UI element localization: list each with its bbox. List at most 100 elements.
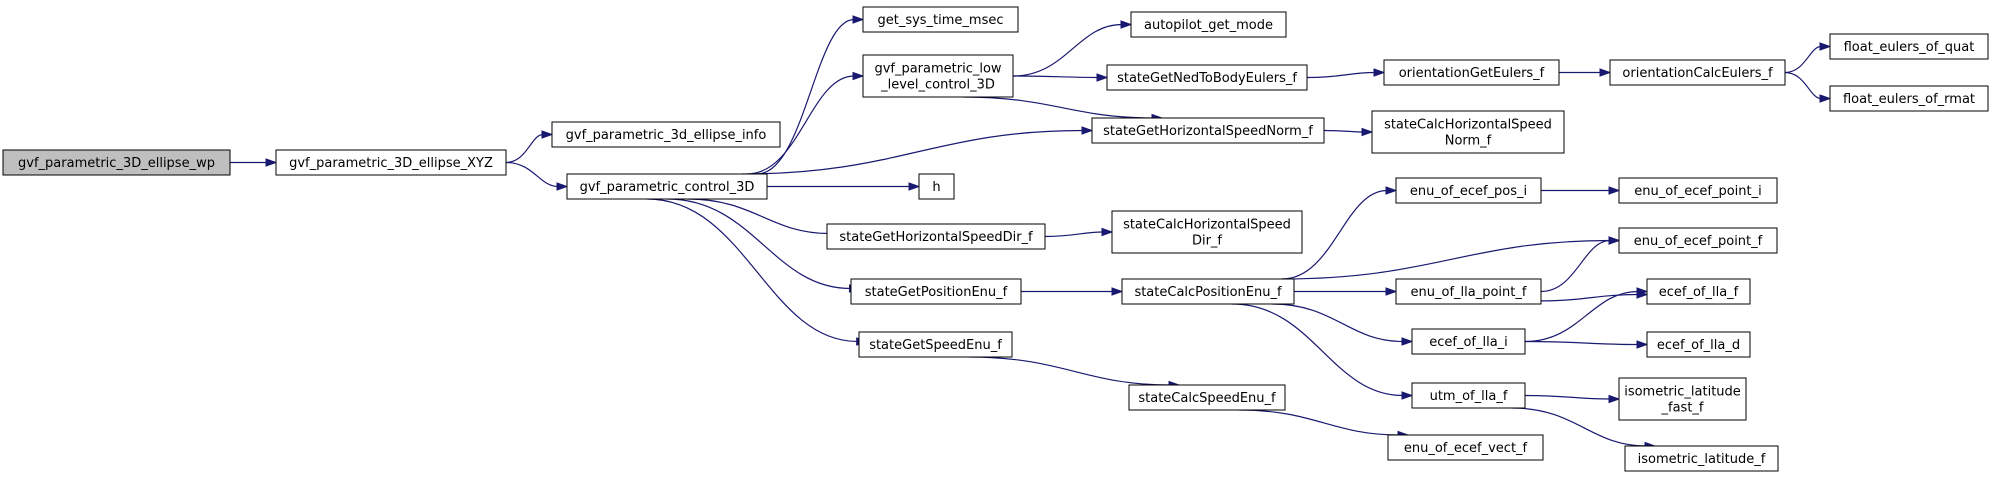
node-box xyxy=(1829,85,1989,112)
node-box xyxy=(858,331,1013,358)
edge-line xyxy=(1238,409,1400,436)
edge-eceflla_i-to-eceflla_f xyxy=(1524,287,1649,343)
arrowhead xyxy=(1819,94,1832,103)
node-orieuler[interactable]: orientationGetEulers_f xyxy=(1383,59,1560,86)
edge-line xyxy=(1535,293,1639,302)
node-box xyxy=(1624,445,1779,472)
node-box xyxy=(1383,59,1560,86)
node-box xyxy=(551,121,781,148)
node-box xyxy=(1371,110,1565,154)
node-ned2body[interactable]: stateGetNedToBodyEulers_f xyxy=(1106,64,1308,91)
arrowhead xyxy=(1101,227,1114,237)
node-speedenu[interactable]: stateGetSpeedEnu_f xyxy=(858,331,1013,358)
node-isolat[interactable]: isometric_latitude_f xyxy=(1624,445,1779,472)
node-oricalc[interactable]: orientationCalcEulers_f xyxy=(1609,59,1786,86)
edge-line xyxy=(1511,407,1647,447)
arrowhead xyxy=(908,182,921,191)
node-box xyxy=(850,278,1022,305)
node-hsnorm[interactable]: stateGetHorizontalSpeedNorm_f xyxy=(1091,117,1325,144)
edge-enullapt-to-enuecefptf xyxy=(1540,236,1621,293)
node-ctrl[interactable]: gvf_parametric_control_3D xyxy=(566,173,768,200)
node-hsdir[interactable]: stateGetHorizontalSpeedDir_f xyxy=(826,223,1046,250)
edge-eceflla_i-to-eceflla_d xyxy=(1524,340,1649,349)
node-label: stateGetHorizontalSpeedNorm_f xyxy=(1103,124,1313,139)
node-enuecefpti[interactable]: enu_of_ecef_point_i xyxy=(1618,177,1778,204)
node-label: _fast_f xyxy=(1661,401,1704,416)
node-systime[interactable]: get_sys_time_msec xyxy=(862,6,1019,33)
node-posenu[interactable]: stateGetPositionEnu_f xyxy=(850,278,1022,305)
node-box xyxy=(1121,278,1295,305)
edge-ctrl-to-hsnorm xyxy=(741,126,1094,175)
node-calcpos[interactable]: stateCalcPositionEnu_f xyxy=(1121,278,1295,305)
arrowhead xyxy=(1373,68,1386,77)
arrowhead xyxy=(1819,42,1832,51)
edge-speedenu-to-calcspeed xyxy=(968,356,1181,390)
edge-hsnorm-to-calchsnorm xyxy=(1323,127,1374,137)
edge-line xyxy=(1281,239,1611,280)
node-box xyxy=(1111,210,1303,254)
node-label: stateGetNedToBodyEulers_f xyxy=(1117,71,1297,86)
node-box xyxy=(1091,117,1325,144)
edge-line xyxy=(1271,303,1404,343)
arrowhead xyxy=(541,130,554,139)
node-root: gvf_parametric_3D_ellipse_wp xyxy=(2,149,231,176)
node-label: _level_control_3D xyxy=(880,78,995,93)
edge-ctrl-to-lowlevel xyxy=(746,71,865,175)
edge-posenu-to-calcpos xyxy=(1021,287,1124,296)
arrowhead xyxy=(1608,186,1621,195)
edge-line xyxy=(968,356,1171,386)
node-h[interactable]: h xyxy=(918,173,955,200)
node-label: float_eulers_of_quat xyxy=(1844,40,1975,55)
node-xyz[interactable]: gvf_parametric_3D_ellipse_XYZ xyxy=(275,149,507,176)
edge-ctrl-to-systime xyxy=(756,15,865,175)
node-eceflla_f[interactable]: ecef_of_lla_f xyxy=(1646,278,1751,305)
edge-ctrl-to-h xyxy=(767,182,921,191)
edge-line xyxy=(505,161,559,188)
node-box xyxy=(1829,33,1989,60)
node-box xyxy=(1411,328,1526,355)
arrowhead xyxy=(1608,394,1621,404)
arrowhead xyxy=(1401,391,1414,400)
node-box xyxy=(1618,177,1778,204)
edge-line xyxy=(1784,45,1822,74)
node-label: orientationGetEulers_f xyxy=(1399,66,1545,81)
node-rmat[interactable]: float_eulers_of_rmat xyxy=(1829,85,1989,112)
node-enuecefvect[interactable]: enu_of_ecef_vect_f xyxy=(1387,434,1544,461)
node-enullapt[interactable]: enu_of_lla_point_f xyxy=(1395,278,1542,305)
edge-ctrl-to-hsdir xyxy=(686,198,840,238)
node-box xyxy=(862,54,1014,98)
node-label: gvf_parametric_low xyxy=(874,62,1001,77)
edge-line xyxy=(1044,231,1104,238)
edge-line xyxy=(1012,23,1123,77)
node-box xyxy=(1130,11,1287,38)
edge-calcpos-to-enullapt xyxy=(1294,287,1398,296)
edge-enuecefposi-to-enuecefpti xyxy=(1541,186,1621,195)
node-eceflla_d[interactable]: ecef_of_lla_d xyxy=(1646,331,1751,358)
edge-hsdir-to-calchsdir xyxy=(1044,227,1114,238)
edge-calcpos-to-eceflla_i xyxy=(1271,303,1414,346)
node-enuecefptf[interactable]: enu_of_ecef_point_f xyxy=(1618,227,1778,254)
edge-line xyxy=(646,198,858,343)
node-calcspeed[interactable]: stateCalcSpeedEnu_f xyxy=(1128,384,1286,411)
node-info[interactable]: gvf_parametric_3d_ellipse_info xyxy=(551,121,781,148)
node-quat[interactable]: float_eulers_of_quat xyxy=(1829,33,1989,60)
arrowhead xyxy=(265,158,278,167)
node-apmode[interactable]: autopilot_get_mode xyxy=(1130,11,1287,38)
edge-line xyxy=(1323,129,1364,133)
node-label: autopilot_get_mode xyxy=(1144,18,1273,33)
node-isolatfast[interactable]: isometric_latitude_fast_f xyxy=(1618,377,1747,421)
node-label: stateGetSpeedEnu_f xyxy=(869,338,1002,353)
arrowhead xyxy=(1385,186,1398,195)
node-label: ecef_of_lla_i xyxy=(1429,335,1508,350)
node-label: Dir_f xyxy=(1192,234,1222,249)
node-lowlevel[interactable]: gvf_parametric_low_level_control_3D xyxy=(862,54,1014,98)
arrowhead xyxy=(852,15,865,24)
node-eceflla_i[interactable]: ecef_of_lla_i xyxy=(1411,328,1526,355)
node-box xyxy=(275,149,507,176)
node-enuecefposi[interactable]: enu_of_ecef_pos_i xyxy=(1395,177,1542,204)
edge-line xyxy=(1281,189,1388,280)
node-utm[interactable]: utm_of_lla_f xyxy=(1411,382,1526,409)
